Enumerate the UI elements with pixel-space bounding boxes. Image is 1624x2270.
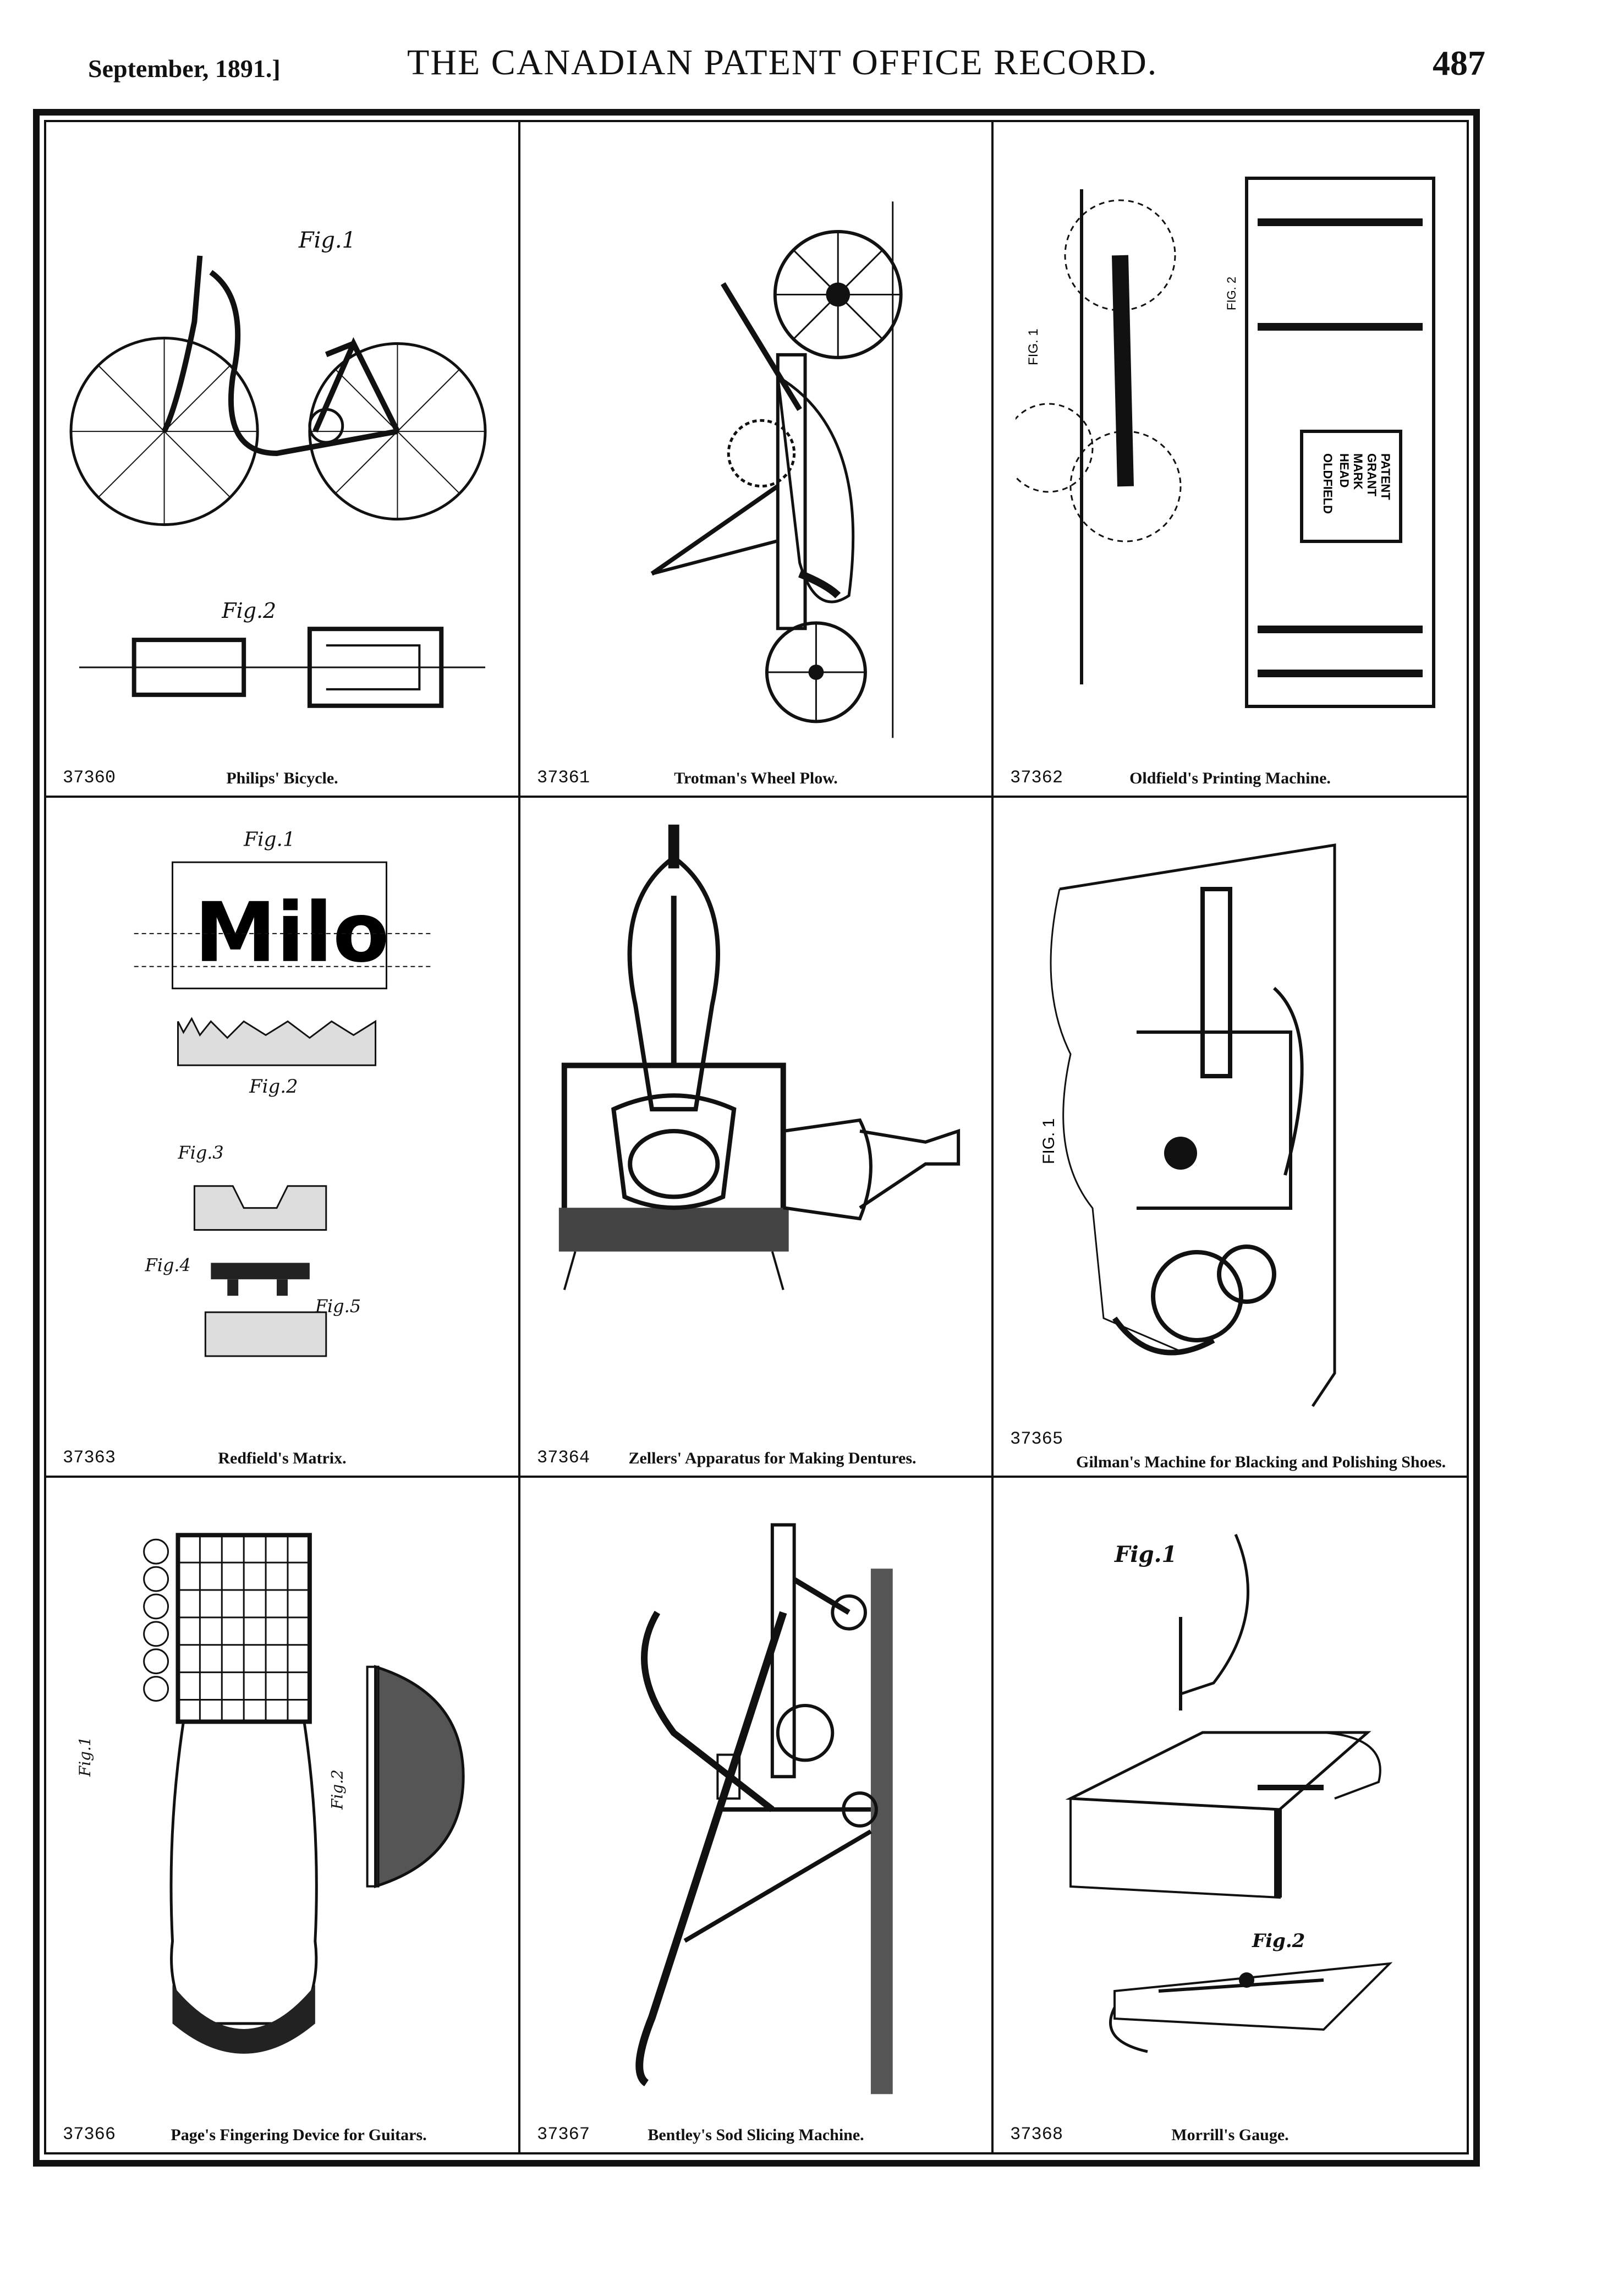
fig-label: Fig.1: [76, 1736, 94, 1777]
guitar-device-drawing: Fig.1 Fig.2: [68, 1500, 496, 2108]
matrix-figure: Fig.1 Milo Fig.2 Fig.3 Fig.4 Fig.5: [134, 828, 431, 1357]
sod-slicing-drawing: [542, 1500, 969, 2108]
guitar-figure: Fig.1 Fig.2: [76, 1533, 465, 2054]
issue-date: September, 1891.]: [88, 54, 281, 83]
box-text: OLDFIELD: [1321, 453, 1335, 514]
printing-machine-figure: FIG. 1 FIG. 2 OLDFIELD HEAD MARK GRANT P…: [1003, 177, 1435, 708]
outer-border: [33, 109, 1480, 2167]
box-text: HEAD: [1337, 453, 1351, 487]
patent-title: Philips' Bicycle.: [226, 769, 338, 787]
row-divider: [46, 796, 1467, 798]
dentures-apparatus-drawing: [542, 820, 969, 1432]
sod-machine-figure: [635, 1523, 893, 2094]
patent-number: 37361: [537, 767, 590, 788]
column-divider: [991, 122, 994, 2152]
patent-grid: Fig.1 Fig.2 Philips' Bicycle.: [46, 122, 1467, 2152]
shoe-polishing-drawing: FIG. 1: [1016, 820, 1445, 1432]
fig-label: FIG. 1: [1040, 1118, 1058, 1164]
patent-number: 37367: [537, 2124, 590, 2145]
fig-label: Fig.3: [177, 1142, 223, 1163]
patent-number: 37363: [63, 1447, 116, 1468]
patent-cell-37361: Trotman's Wheel Plow. 37361: [520, 122, 991, 796]
patent-title: Zellers' Apparatus for Making Dentures.: [628, 1449, 917, 1467]
gauge-drawing: Fig.1 Fig.2: [1016, 1500, 1445, 2108]
patent-number: 37362: [1010, 767, 1063, 788]
inner-border: [44, 120, 1469, 2154]
fig-label: Fig.2: [249, 1076, 298, 1097]
patent-title: Redfield's Matrix.: [218, 1449, 347, 1467]
page-number: 487: [1433, 43, 1485, 83]
plow-figure: [650, 201, 903, 738]
box-text: GRANT: [1365, 453, 1379, 497]
patent-cell-37360: Fig.1 Fig.2 Philips' Bicycle.: [46, 122, 518, 796]
patent-number: 37368: [1010, 2124, 1063, 2145]
column-divider: [518, 122, 520, 2152]
printing-machine-drawing: FIG. 1 FIG. 2 OLDFIELD HEAD MARK GRANT P…: [1003, 144, 1445, 752]
patent-title: Morrill's Gauge.: [1171, 2126, 1289, 2144]
patent-cell-37365: FIG. 1 Gilman's Machine for Blacking and…: [994, 798, 1467, 1476]
wheel-plow-drawing: [542, 144, 969, 752]
matrix-word: Milo: [194, 885, 389, 981]
patent-cell-37367: Bentley's Sod Slicing Machine. 37367: [520, 1478, 991, 2152]
patent-title: Gilman's Machine for Blacking and Polish…: [1076, 1453, 1446, 1471]
patent-title: Page's Fingering Device for Guitars.: [171, 2126, 427, 2144]
publication-title: THE CANADIAN PATENT OFFICE RECORD.: [407, 42, 1158, 83]
bicycle-drawing: Fig.1 Fig.2: [68, 144, 496, 752]
patent-title: Bentley's Sod Slicing Machine.: [648, 2126, 864, 2144]
dentures-figure: [558, 824, 961, 1291]
box-text: PATENT: [1379, 453, 1392, 500]
patent-number: 37360: [63, 767, 116, 788]
fig-label: Fig.2: [221, 599, 276, 623]
patent-cell-37368: Fig.1 Fig.2 Morrill's Gauge. 37368: [994, 1478, 1467, 2152]
matrix-drawing: Fig.1 Milo Fig.2 Fig.3 Fig.4 Fig.5: [68, 820, 496, 1432]
box-text: MARK: [1351, 453, 1365, 490]
fig-label: Fig.1: [1114, 1542, 1177, 1567]
patent-number: 37366: [63, 2124, 116, 2145]
gauge-figure: Fig.1 Fig.2: [1065, 1534, 1393, 2053]
page-header: September, 1891.] THE CANADIAN PATENT OF…: [88, 39, 1485, 99]
patent-title: Trotman's Wheel Plow.: [674, 769, 838, 787]
patent-number: 37365: [1010, 1429, 1063, 1449]
patent-cell-37363: Fig.1 Milo Fig.2 Fig.3 Fig.4 Fig.5 Redfi…: [46, 798, 518, 1476]
fig-label: Fig.4: [145, 1254, 191, 1275]
patent-cell-37366: Fig.1 Fig.2 Page's Fingering Device for …: [46, 1478, 518, 2152]
bicycle-figure: Fig.1 Fig.2: [69, 228, 487, 708]
patent-cell-37362: FIG. 1 FIG. 2 OLDFIELD HEAD MARK GRANT P…: [994, 122, 1467, 796]
patent-cell-37364: Zellers' Apparatus for Making Dentures. …: [520, 798, 991, 1476]
shoe-machine-figure: FIG. 1: [1040, 843, 1336, 1407]
fig-label: Fig.2: [328, 1769, 347, 1810]
fig-label: Fig.2: [1252, 1930, 1305, 1952]
row-divider: [46, 1476, 1467, 1478]
patent-number: 37364: [537, 1447, 590, 1468]
fig-label: FIG. 2: [1225, 277, 1238, 310]
fig-label: FIG. 1: [1026, 328, 1041, 365]
patent-title: Oldfield's Printing Machine.: [1129, 769, 1331, 787]
fig-label: Fig.1: [243, 828, 295, 851]
fig-label: Fig.1: [298, 228, 356, 253]
